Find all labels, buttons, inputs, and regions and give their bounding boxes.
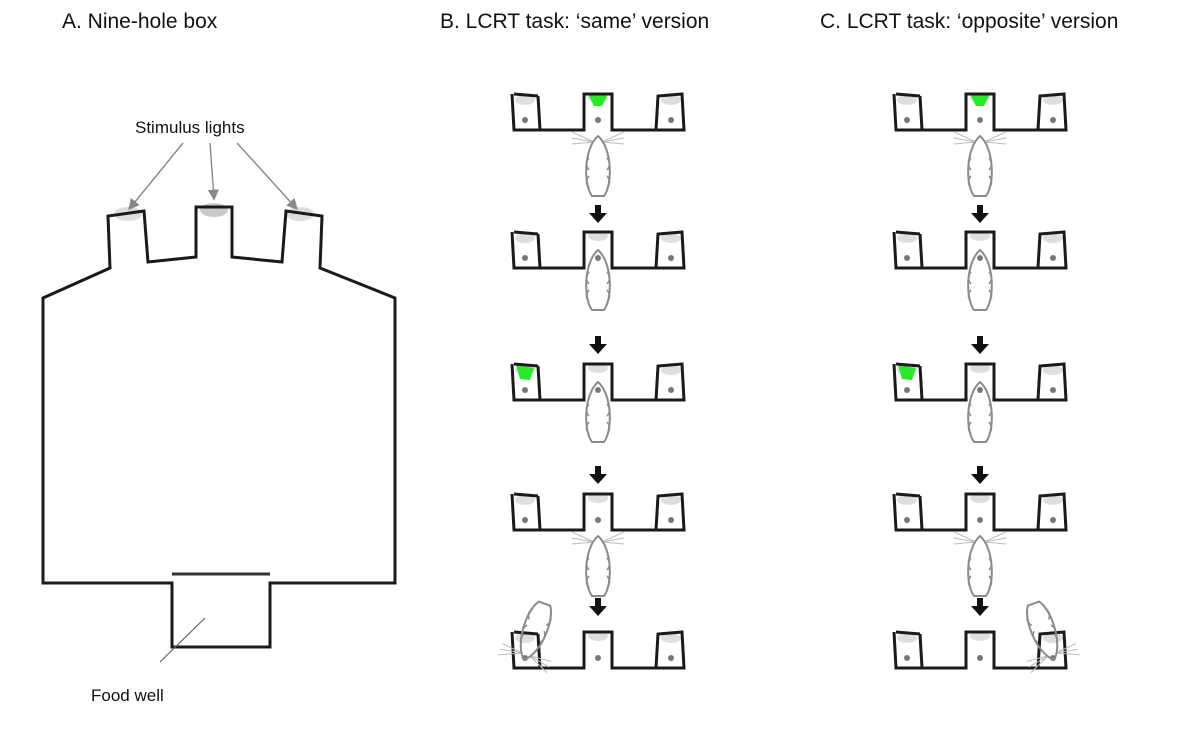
down-arrow-icon <box>971 598 989 616</box>
down-arrow-icon <box>971 336 989 354</box>
lit-stimulus <box>970 94 990 106</box>
stimulus-arrow-right <box>236 142 298 211</box>
down-arrow-icon <box>589 205 607 223</box>
food-well-pointer <box>159 617 206 663</box>
rat-icon <box>953 531 1007 597</box>
task-step <box>892 92 1068 197</box>
rat-icon <box>585 248 611 311</box>
rat-icon <box>953 131 1007 197</box>
lit-stimulus <box>898 365 916 380</box>
food-well-label: Food well <box>91 686 164 705</box>
down-arrow-icon <box>589 336 607 354</box>
stimulus-lights-label: Stimulus lights <box>135 118 245 137</box>
down-arrow-icon <box>589 466 607 484</box>
task-step <box>892 230 1068 311</box>
down-arrow-icon <box>589 598 607 616</box>
lit-stimulus <box>588 94 608 106</box>
task-step <box>892 600 1080 674</box>
rat-icon <box>967 380 993 443</box>
stimulus-arrow-left <box>128 142 184 211</box>
task-step <box>892 492 1068 597</box>
rat-icon <box>498 600 552 674</box>
nine-hole-box <box>41 142 397 663</box>
box-outline <box>41 205 397 649</box>
rat-icon <box>571 131 625 197</box>
task-step <box>498 600 686 674</box>
down-arrow-icon <box>971 466 989 484</box>
lit-stimulus <box>516 365 534 380</box>
task-step <box>510 362 686 443</box>
rat-icon <box>967 248 993 311</box>
stimulus-arrow-center <box>207 142 219 201</box>
rat-icon <box>571 531 625 597</box>
task-step <box>510 230 686 311</box>
rat-icon <box>585 380 611 443</box>
panel-a-title: A. Nine-hole box <box>62 10 218 33</box>
panel-c-title: C. LCRT task: ‘opposite’ version <box>820 10 1119 33</box>
task-step <box>892 362 1068 443</box>
panel-b-title: B. LCRT task: ‘same’ version <box>440 10 710 33</box>
task-step <box>510 92 686 197</box>
task-step <box>510 492 686 597</box>
rat-icon <box>1026 600 1080 674</box>
down-arrow-icon <box>971 205 989 223</box>
